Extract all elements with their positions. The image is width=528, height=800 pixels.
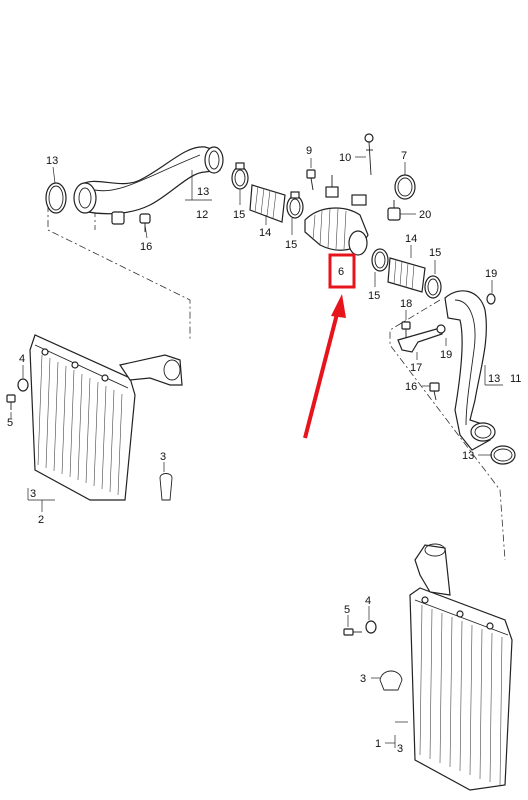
clip-3-right <box>379 670 403 691</box>
label-5: 5 <box>344 604 350 616</box>
ring-19-top <box>486 293 496 305</box>
label-13: 13 <box>462 450 474 462</box>
label-18: 18 <box>400 298 412 310</box>
label-11: 11 <box>510 373 521 385</box>
label-4: 4 <box>19 353 25 365</box>
label-9: 9 <box>306 145 312 157</box>
grommet-4-right <box>365 620 377 634</box>
label-3: 3 <box>30 488 36 500</box>
label-14: 14 <box>259 227 271 239</box>
label-14: 14 <box>405 233 417 245</box>
label-13: 13 <box>488 373 500 385</box>
label-3: 3 <box>160 451 166 463</box>
boost-hose-14-left <box>249 184 286 223</box>
charge-pipe-left <box>73 146 224 225</box>
intercooler-right <box>409 543 513 791</box>
screw-16-left <box>139 213 151 232</box>
label-16: 16 <box>140 241 152 253</box>
bolt-5-right <box>343 628 362 636</box>
grommet-4-left <box>17 378 29 392</box>
label-12: 12 <box>196 209 208 221</box>
bracket-17 <box>397 327 443 353</box>
label-19: 19 <box>485 268 497 280</box>
bolt-5-left <box>6 394 16 410</box>
clip-3-left <box>159 473 173 501</box>
bolt-18 <box>401 321 411 338</box>
label-3: 3 <box>397 743 403 755</box>
label-7: 7 <box>401 150 407 162</box>
highlight-part-6 <box>303 253 356 439</box>
throttle-pipe-6 <box>304 175 369 256</box>
ring-19-bracket <box>436 324 446 334</box>
label-15: 15 <box>368 290 380 302</box>
label-15: 15 <box>233 209 245 221</box>
sensor-20 <box>387 200 401 221</box>
leader-lines <box>10 156 503 748</box>
label-16: 16 <box>405 381 417 393</box>
boost-hose-14-right <box>387 257 426 293</box>
label-17: 17 <box>410 362 422 374</box>
label-6: 6 <box>338 266 344 278</box>
label-13: 13 <box>46 155 58 167</box>
callout-labels: 13 13 12 16 15 14 15 9 10 7 20 6 14 15 1… <box>7 145 521 755</box>
label-5: 5 <box>7 417 13 429</box>
hose-clamp-15b <box>286 191 304 219</box>
label-3: 3 <box>360 673 366 685</box>
label-15: 15 <box>429 247 441 259</box>
pin-10 <box>364 133 374 176</box>
label-13: 13 <box>197 186 209 198</box>
screw-16-right <box>429 382 440 401</box>
bolt-9 <box>306 169 316 191</box>
label-10: 10 <box>339 152 351 164</box>
label-20: 20 <box>419 209 431 221</box>
label-15: 15 <box>285 239 297 251</box>
intercooler-left <box>29 334 183 501</box>
hose-clamp-15d <box>424 275 442 299</box>
hose-clamp-15c <box>371 248 389 272</box>
label-1: 1 <box>375 738 381 750</box>
label-19: 19 <box>440 349 452 361</box>
charge-pipe-right <box>444 290 496 451</box>
label-4: 4 <box>365 595 371 607</box>
label-2: 2 <box>38 514 44 526</box>
hose-clamp-15a <box>231 162 249 190</box>
